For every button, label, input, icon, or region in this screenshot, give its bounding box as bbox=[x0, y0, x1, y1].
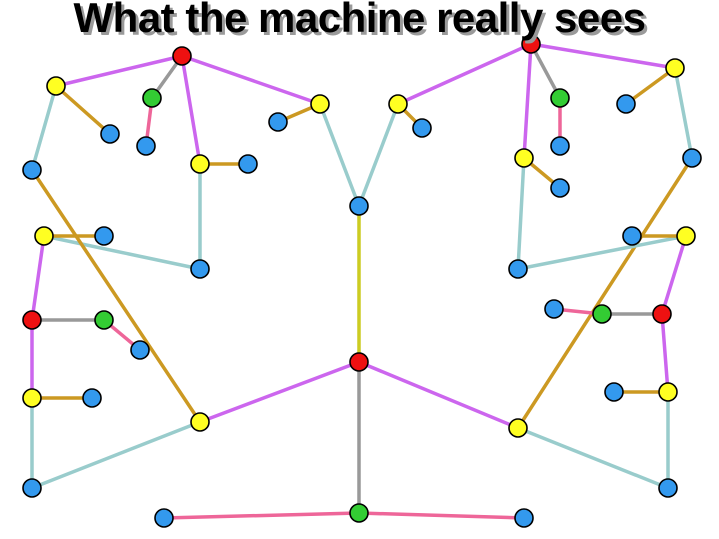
edge-b8-y7 bbox=[42, 234, 202, 271]
node-yellow-y10 bbox=[665, 58, 685, 78]
node-blue-b8 bbox=[190, 259, 210, 279]
edge-rt-y9 bbox=[522, 42, 533, 160]
node-blue-b17 bbox=[682, 148, 702, 168]
node-blue-b3 bbox=[514, 508, 534, 528]
edge-rt-y10 bbox=[529, 42, 677, 70]
node-red-c bbox=[349, 352, 369, 372]
edge-y10-b17 bbox=[673, 66, 694, 160]
page-title: What the machine really sees bbox=[73, 0, 646, 41]
node-blue-b9 bbox=[94, 226, 114, 246]
edge-b19-y11 bbox=[516, 234, 688, 271]
node-blue-b16 bbox=[616, 94, 636, 114]
node-blue-b22 bbox=[604, 382, 624, 402]
node-red-rm bbox=[652, 304, 672, 324]
edge-y9-b19 bbox=[516, 156, 526, 271]
node-red-rt bbox=[521, 34, 541, 54]
node-blue-b7 bbox=[238, 154, 258, 174]
edge-b17-y2 bbox=[516, 156, 694, 430]
edge-y6-b14 bbox=[30, 84, 58, 172]
edge-b12-y1 bbox=[30, 420, 202, 490]
node-blue-b13 bbox=[100, 124, 120, 144]
edge-rm-y12 bbox=[660, 312, 670, 394]
node-yellow-y9 bbox=[514, 148, 534, 168]
node-green-g2 bbox=[142, 88, 162, 108]
edge-y7-lm bbox=[30, 234, 46, 322]
node-yellow-y6 bbox=[46, 76, 66, 96]
edge-b1-y4 bbox=[357, 102, 400, 208]
node-green-g3 bbox=[94, 310, 114, 330]
node-green-g5 bbox=[592, 304, 612, 324]
edge-b1-y3 bbox=[318, 102, 361, 208]
node-yellow-y3 bbox=[310, 94, 330, 114]
node-green-g1 bbox=[349, 503, 369, 523]
node-blue-b1 bbox=[349, 196, 369, 216]
node-blue-b4 bbox=[268, 112, 288, 132]
node-yellow-y7 bbox=[34, 226, 54, 246]
node-blue-b21 bbox=[544, 299, 564, 319]
edge-lt-y5 bbox=[180, 54, 202, 166]
node-green-g4 bbox=[550, 88, 570, 108]
node-blue-b12 bbox=[22, 478, 42, 498]
edge-g1-b3 bbox=[357, 511, 526, 520]
graph-edges bbox=[30, 42, 694, 520]
node-blue-b15 bbox=[550, 136, 570, 156]
edge-y10-b16 bbox=[624, 66, 677, 106]
node-yellow-y2 bbox=[508, 418, 528, 438]
node-blue-b14 bbox=[22, 160, 42, 180]
edge-y3-lt bbox=[180, 54, 322, 106]
node-blue-b11 bbox=[82, 388, 102, 408]
edge-g1-b2 bbox=[162, 511, 361, 520]
edge-lt-y6 bbox=[54, 54, 184, 88]
node-blue-b20 bbox=[622, 226, 642, 246]
edge-b14-y1 bbox=[30, 168, 202, 424]
node-blue-b10 bbox=[130, 340, 150, 360]
node-blue-b19 bbox=[508, 259, 528, 279]
node-yellow-y11 bbox=[676, 226, 696, 246]
node-yellow-y8 bbox=[22, 388, 42, 408]
edge-y6-b13 bbox=[54, 84, 112, 136]
graph-nodes bbox=[22, 34, 702, 528]
node-yellow-y4 bbox=[388, 94, 408, 114]
node-blue-b23 bbox=[658, 478, 678, 498]
node-blue-b2 bbox=[154, 508, 174, 528]
edge-y11-rm bbox=[660, 234, 688, 316]
node-red-lt bbox=[172, 46, 192, 66]
edge-c-y2 bbox=[357, 360, 520, 430]
node-yellow-y12 bbox=[658, 382, 678, 402]
node-blue-b18 bbox=[550, 178, 570, 198]
edge-c-y1 bbox=[198, 360, 361, 424]
node-blue-b5 bbox=[412, 118, 432, 138]
node-yellow-y5 bbox=[190, 154, 210, 174]
node-red-lm bbox=[22, 310, 42, 330]
node-blue-b6 bbox=[136, 136, 156, 156]
edge-y4-rt bbox=[396, 42, 533, 106]
edge-b23-y2 bbox=[516, 426, 670, 490]
node-yellow-y1 bbox=[190, 412, 210, 432]
edge-rt-g4 bbox=[529, 42, 562, 100]
